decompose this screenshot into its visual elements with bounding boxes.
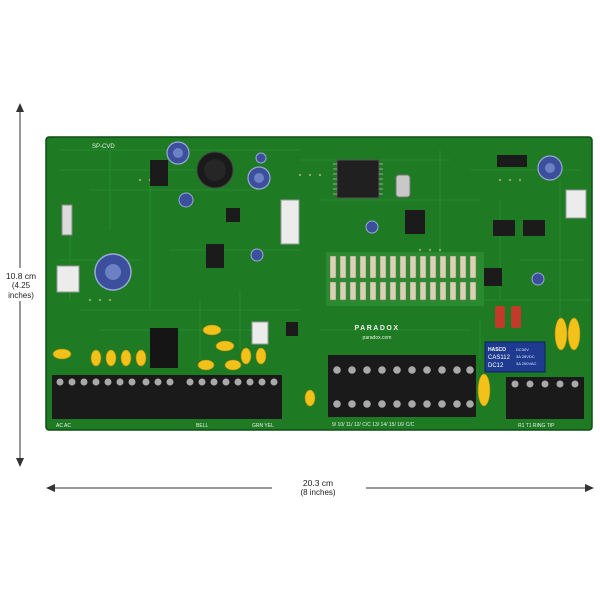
terminal-label-ac: AC AC (56, 423, 71, 429)
relay (484, 341, 546, 373)
height-dimension-arrow (16, 103, 24, 467)
terminal-block-mid-left (138, 375, 182, 419)
yellow-capacitors (52, 317, 581, 407)
white-connector (251, 321, 269, 345)
relay-rating-label: 3A 28VDC (516, 354, 535, 359)
relay-rating-label: DC30V (516, 347, 529, 352)
ic-chip (493, 220, 515, 236)
height-dimension-label: 10.8 cm (4.25 inches) (2, 271, 40, 301)
terminal-block-phone (506, 377, 584, 419)
height-metric: 10.8 cm (5, 271, 37, 281)
circuit-board: SP-CVD PARADOX paradox.com HASCO CAS112 … (45, 136, 593, 431)
capacitor (166, 141, 190, 165)
microcontroller-chip (336, 159, 380, 199)
white-connector (56, 265, 80, 293)
width-imperial: (8 inches) (300, 488, 336, 497)
website-label: paradox.com (363, 335, 392, 341)
ic-chip (150, 160, 168, 186)
relay-model-label: CAS112 (488, 355, 511, 361)
terminal-label-phone: R1 T1 RING TIP (518, 423, 555, 429)
ic-chip (523, 220, 545, 236)
resistor-array (326, 252, 484, 306)
relay-brand-label: HASCO (488, 347, 506, 353)
relay-voltage-label: DC12 (488, 363, 504, 369)
width-dimension-arrow (46, 484, 594, 492)
relay-rating-label: 3A 250VAC (516, 361, 536, 366)
fuse (61, 204, 73, 236)
capacitor (537, 155, 563, 181)
white-connector (280, 199, 300, 245)
width-dimension-label: 20.3 cm (8 inches) (276, 478, 360, 498)
terminal-label-bell: BELL (196, 423, 208, 429)
terminal-block-left (52, 375, 138, 419)
crystal-oscillator (395, 174, 411, 198)
model-label: SP-CVD (92, 144, 115, 150)
width-metric: 20.3 cm (302, 478, 334, 488)
terminal-label-zones: 9/ 10/ 11/ 12/ C/C 13/ 14/ 15/ 16/ C/C (332, 422, 415, 428)
terminal-block-zones (328, 355, 476, 417)
capacitor (247, 166, 271, 190)
height-imperial: (4.25 inches) (8, 281, 34, 300)
white-connector (565, 189, 587, 219)
terminal-block-mid (182, 375, 282, 419)
voltage-regulator (150, 328, 178, 368)
brand-label: PARADOX (355, 325, 400, 332)
ic-chip (206, 244, 224, 268)
capacitor (94, 253, 132, 291)
terminal-label-keypad: GRN YEL (252, 423, 274, 429)
ic-chip (405, 210, 425, 234)
